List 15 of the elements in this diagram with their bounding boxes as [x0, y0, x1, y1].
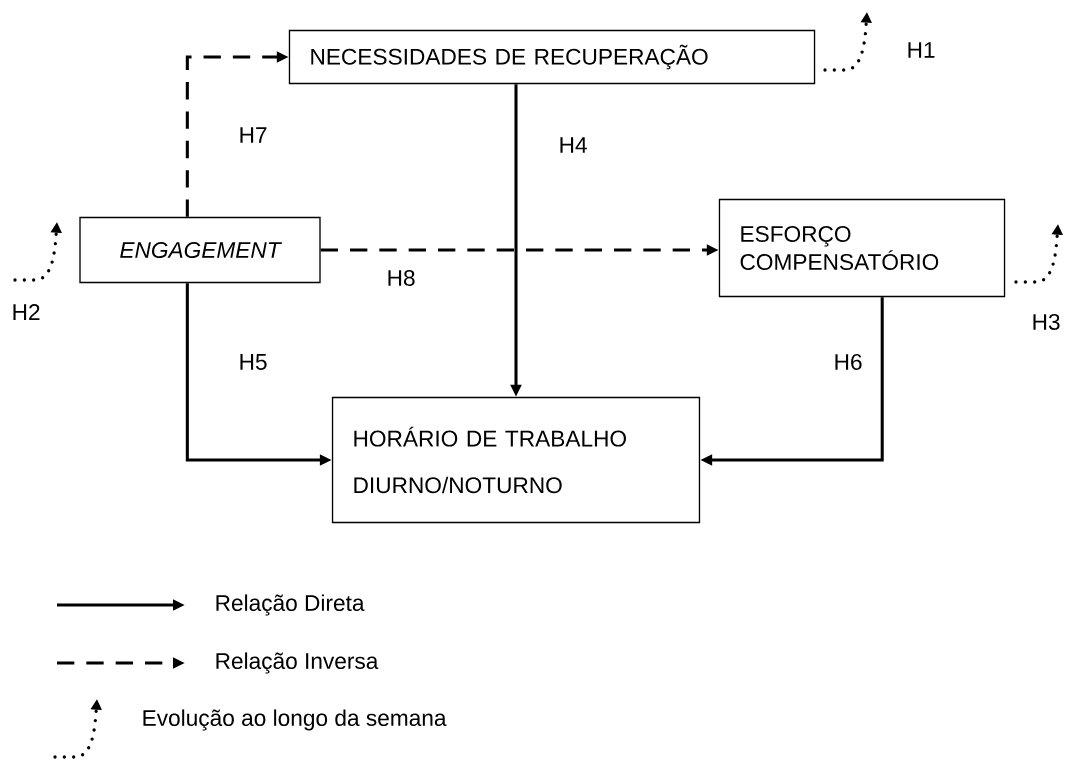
- edge-label: H4: [560, 137, 587, 153]
- edge-label: H5: [240, 354, 267, 370]
- hypothesis-label: H2: [13, 304, 40, 320]
- edge-label: H6: [835, 353, 862, 371]
- concept-box: HORÁRIO DE TRABALHO DIURNO/NOTURNO: [331, 396, 701, 524]
- edge-label: H8: [388, 269, 415, 287]
- hypothesis-label: H1: [908, 42, 935, 58]
- concept-box: NECESSIDADES DE RECUPERAÇÃO: [288, 29, 816, 85]
- legend-text: Relação Direta: [216, 594, 365, 616]
- hypothesis-label: H3: [1033, 313, 1060, 331]
- concept-box: ENGAGEMENT: [79, 216, 321, 284]
- legend-text: Evolução ao longo da semana: [143, 709, 447, 731]
- concept-box: ESFORÇO COMPENSATÓRIO: [718, 198, 1006, 298]
- legend-text: Relação Inversa: [216, 652, 379, 674]
- edge-label: H7: [240, 127, 267, 143]
